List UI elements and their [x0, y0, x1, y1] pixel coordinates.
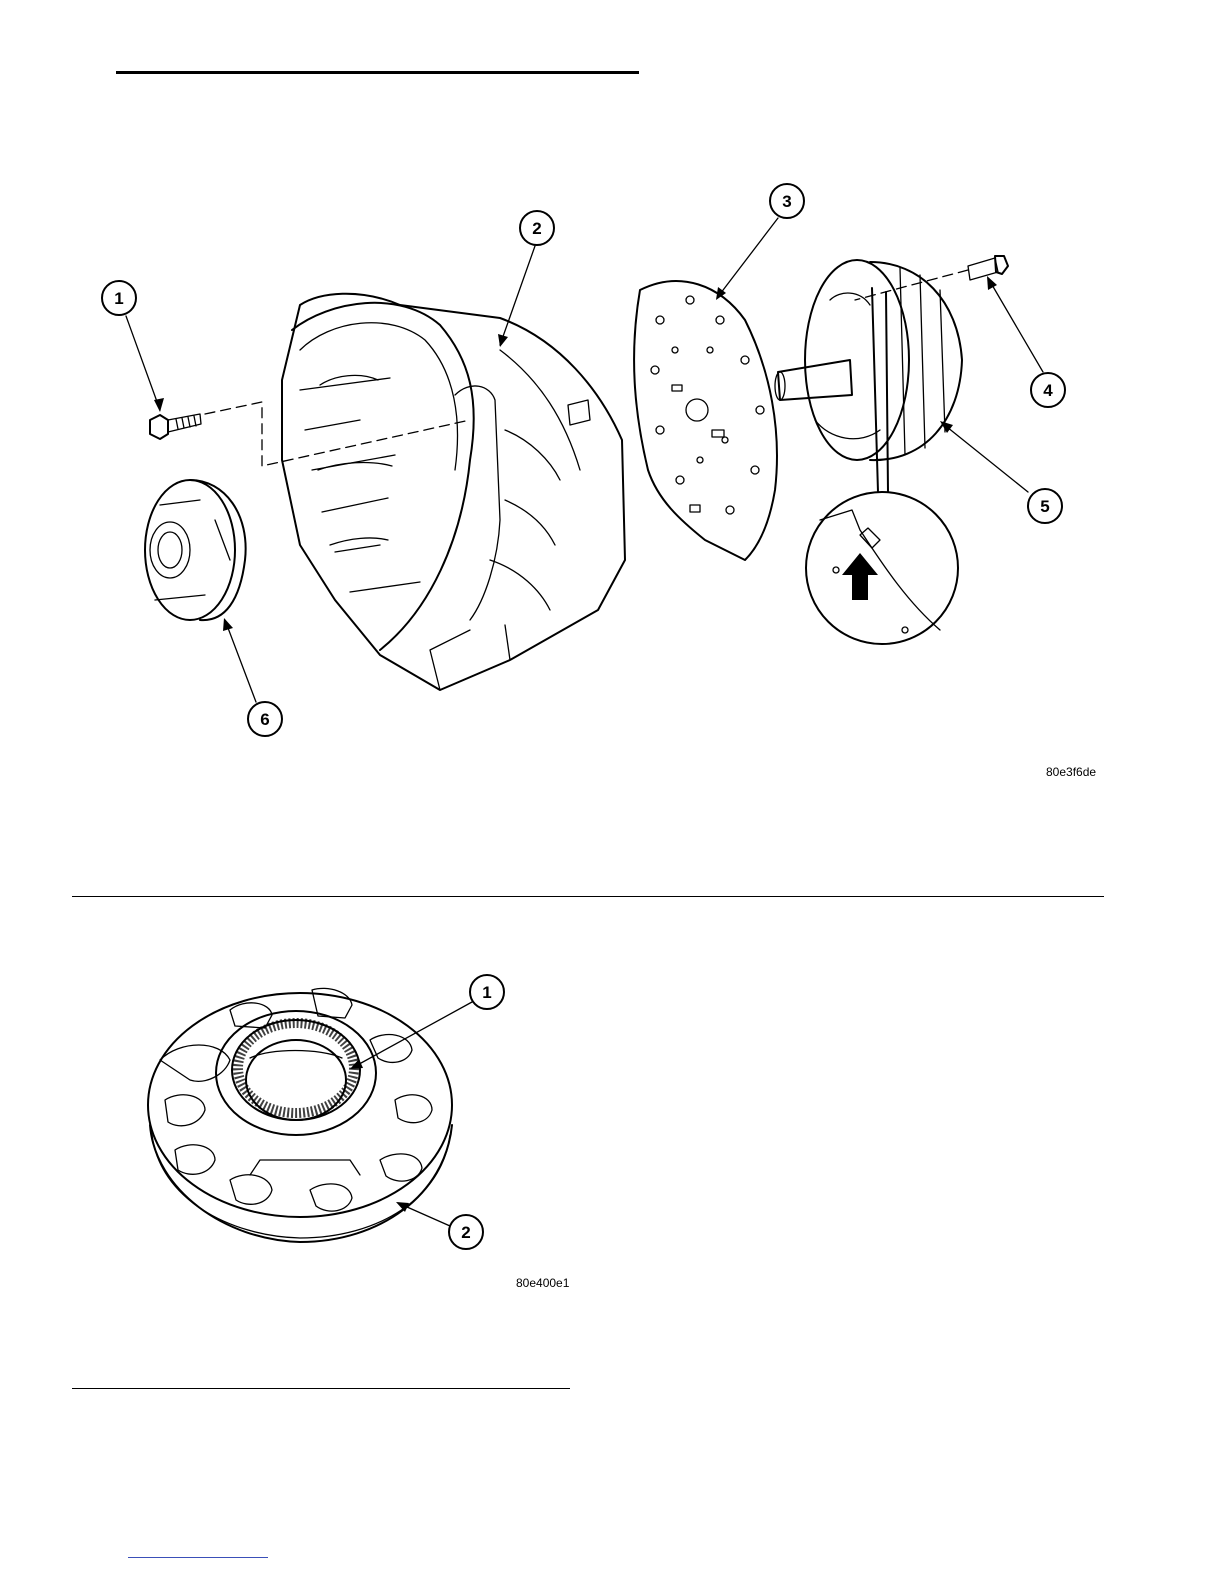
section-separator [72, 896, 1104, 897]
callout-5: 5 [1028, 489, 1062, 523]
svg-text:1: 1 [114, 289, 123, 308]
callout-2: 2 [520, 211, 554, 245]
seal-callout-1: 1 [470, 975, 504, 1009]
seal-ring-part [216, 1011, 376, 1135]
callout-1: 1 [102, 281, 136, 315]
svg-text:1: 1 [482, 983, 491, 1002]
up-arrow-icon [842, 553, 878, 600]
pump-body-part [148, 988, 452, 1242]
svg-text:5: 5 [1040, 497, 1049, 516]
detail-inset [806, 288, 958, 644]
section-separator-lower [72, 1388, 570, 1389]
plate-part [634, 281, 777, 560]
svg-text:2: 2 [461, 1223, 470, 1242]
pump-part [775, 260, 962, 460]
callout-6: 6 [248, 702, 282, 736]
svg-text:3: 3 [782, 192, 791, 211]
svg-text:2: 2 [532, 219, 541, 238]
figure-id: 80e400e1 [516, 1276, 570, 1290]
bolt-part [150, 414, 201, 439]
housing-part [282, 294, 625, 690]
callout-4: 4 [1031, 373, 1065, 407]
svg-text:4: 4 [1043, 381, 1053, 400]
svg-text:6: 6 [260, 710, 269, 729]
callout-3: 3 [770, 184, 804, 218]
figure-id: 80e3f6de [1046, 765, 1096, 779]
seal-adapter-part [145, 480, 246, 620]
seal-callout-2: 2 [449, 1215, 483, 1249]
figure-exploded-view: 1 2 3 4 5 6 80e3f6de [0, 0, 1224, 800]
pump-bolt-part [968, 256, 1008, 280]
footer-link-underline[interactable] [128, 1557, 268, 1558]
